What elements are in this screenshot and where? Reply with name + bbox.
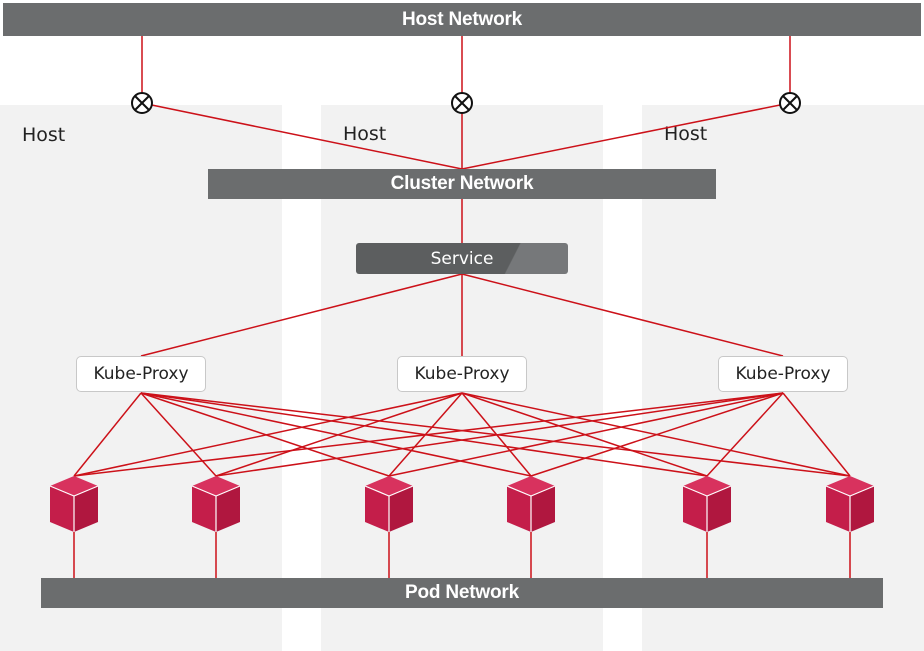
host-label-2: Host [343, 123, 387, 145]
proxy-3-to-pod-4-line [530, 392, 784, 477]
pod-cube-icon [49, 476, 99, 532]
proxy-2-to-pod-1-line [73, 392, 463, 477]
host-network-bar: Host Network [3, 3, 921, 36]
service-to-proxy-line-3 [461, 273, 784, 357]
pod-cube-icon [506, 476, 556, 532]
interface-to-cluster-line-3 [461, 102, 791, 170]
proxy-3-to-pod-2-line [215, 392, 784, 477]
pods-group [49, 476, 875, 532]
kube-proxy-1: Kube-Proxy [76, 356, 206, 392]
service-node: Service [356, 243, 568, 274]
interface-to-cluster-line-1 [141, 102, 463, 170]
proxy-3-to-pod-1-line [73, 392, 784, 477]
proxy-2-to-pod-2-line [215, 392, 463, 477]
network-interface-icon [131, 92, 153, 114]
pod-cube-icon [682, 476, 732, 532]
kube-proxy-2: Kube-Proxy [397, 356, 527, 392]
pod-network-bar: Pod Network [41, 578, 883, 608]
pod-cube-icon [825, 476, 875, 532]
network-interface-icon [779, 92, 801, 114]
cluster-network-bar: Cluster Network [208, 169, 716, 199]
proxy-1-to-pod-1-line [73, 392, 142, 477]
proxy-3-to-pod-6-line [782, 392, 851, 477]
host-label-3: Host [664, 123, 708, 145]
proxy-3-to-pod-5-line [706, 392, 784, 477]
pod-cube-icon [364, 476, 414, 532]
connector-lines [73, 36, 851, 578]
kube-proxy-3: Kube-Proxy [718, 356, 848, 392]
proxy-1-to-pod-2-line [140, 392, 217, 477]
service-to-proxy-line-1 [140, 273, 463, 357]
pod-cube-icon [191, 476, 241, 532]
proxy-1-to-pod-4-line [140, 392, 532, 477]
proxy-3-to-pod-3-line [388, 392, 784, 477]
host-label-1: Host [22, 124, 66, 146]
network-interface-icon [451, 92, 473, 114]
network-interfaces [131, 92, 801, 114]
